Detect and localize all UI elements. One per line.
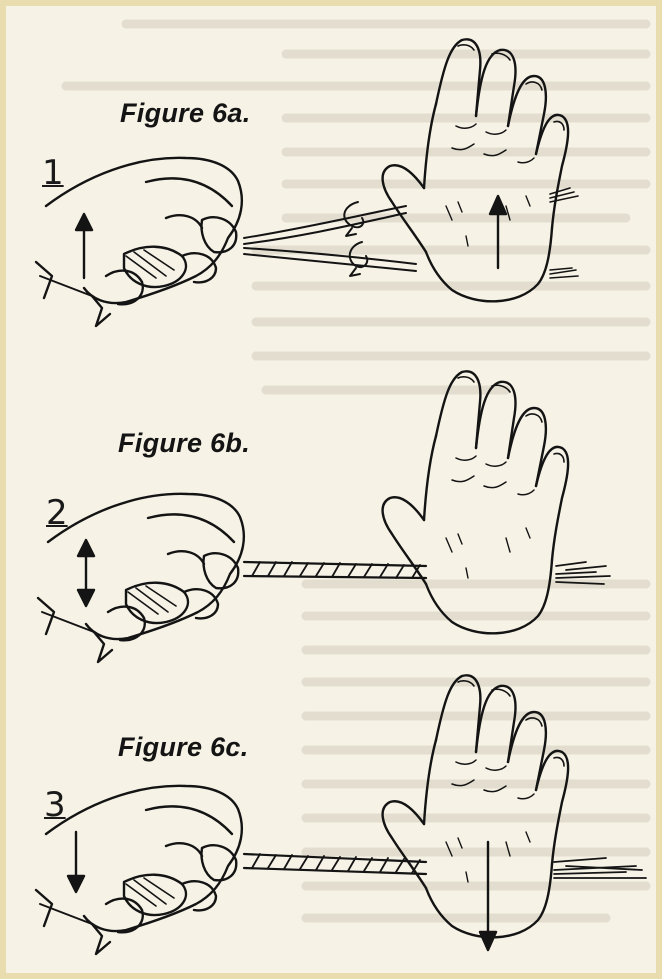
figure-6c-illustration [6,6,656,973]
figure-6c-twisted-rope [244,854,646,878]
figure-6c-left-hand-icon [36,786,242,954]
illustration-panel: Figure 6a. 1 [6,6,656,973]
figure-6c-right-hand-icon [383,675,568,937]
figure-6c-hand-arrow-down-icon [68,832,84,892]
figure-6c-palm-arrow-down-icon [480,842,496,950]
